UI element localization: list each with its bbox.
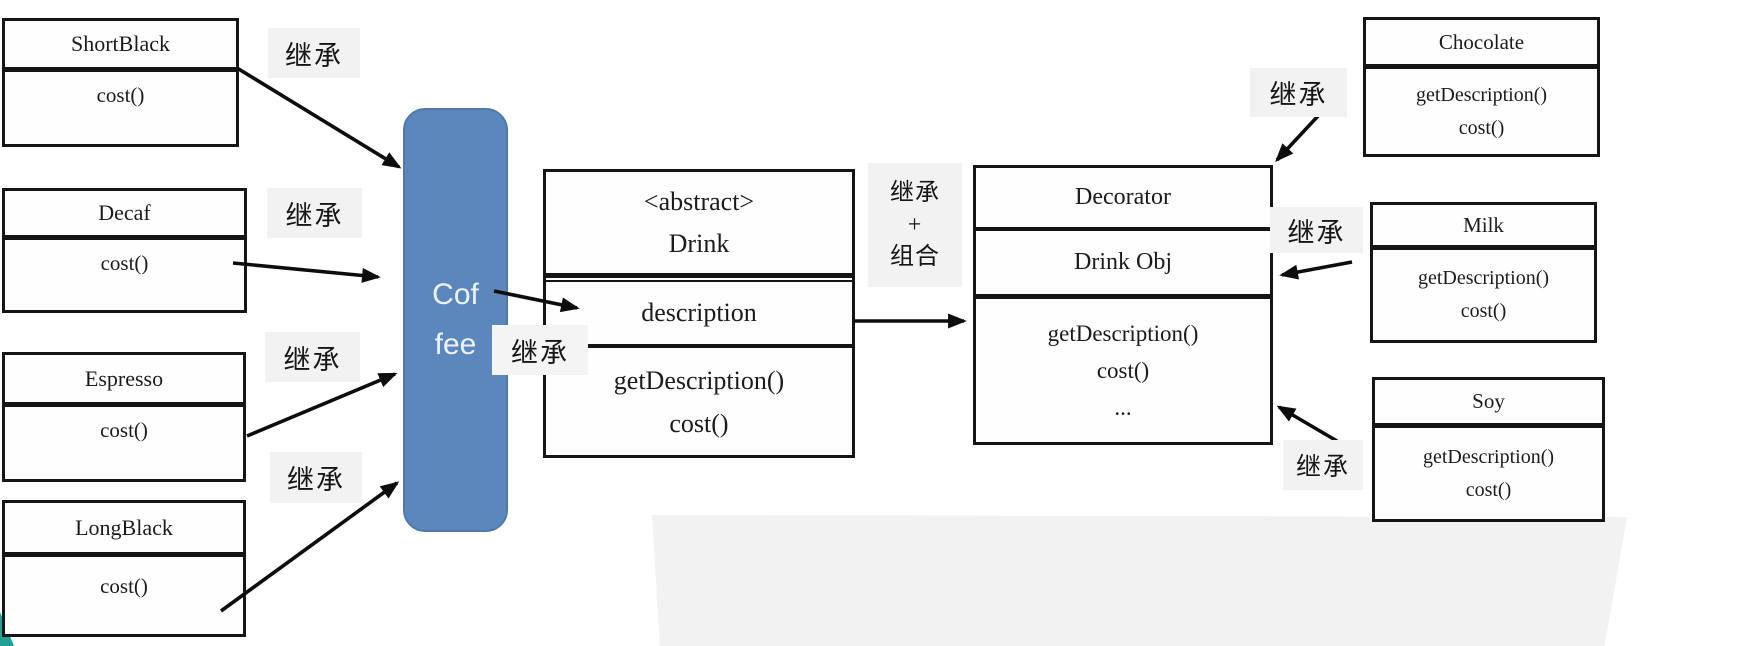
arrow-decaf-to-coffee [232, 261, 381, 283]
label-inherit-plus-composition: 继承 + 组合 [868, 163, 962, 287]
arrow-espresso-to-coffee [246, 372, 398, 438]
class-method: cost() [100, 251, 149, 275]
class-method: ... [1114, 395, 1132, 420]
class-method: cost() [669, 408, 729, 438]
class-stereotype: <abstract> [643, 186, 755, 216]
class-method: getDescription()cost() [1417, 267, 1550, 322]
class-attribute: description [546, 280, 852, 344]
coffee-text-line2: fee [434, 328, 477, 361]
class-title: ShortBlack [5, 21, 236, 72]
label-inherit-shortblack: 继承 [268, 28, 360, 78]
label-inherit-longblack: 继承 [270, 452, 362, 503]
label-inherit-decaf: 继承 [267, 188, 362, 238]
class-box-chocolate: Chocolate getDescription()cost() [1363, 17, 1600, 157]
label-line: 继承 [890, 180, 940, 206]
class-methods: getDescription()cost() [1366, 69, 1597, 154]
class-methods: getDescription()cost() [1375, 428, 1602, 519]
class-title: Drink [668, 228, 730, 258]
label-inherit-coffee-drink: 继承 [492, 325, 588, 375]
class-title: Decaf [5, 191, 244, 240]
label-inherit-milk: 继承 [1270, 207, 1363, 253]
class-box-soy: Soy getDescription()cost() [1372, 377, 1605, 522]
label-inherit-soy: 继承 [1283, 440, 1363, 490]
class-method: cost() [100, 574, 148, 598]
class-box-espresso: Espresso cost() [2, 352, 246, 482]
arrow-chocolate-to-decorator [1275, 114, 1320, 163]
class-box-longblack: LongBlack cost() [2, 500, 246, 637]
label-inherit-chocolate: 继承 [1250, 68, 1347, 117]
arrow-shortblack-to-coffee [236, 66, 402, 169]
class-title: Chocolate [1366, 20, 1597, 69]
coffee-node: Cof fee [403, 108, 508, 532]
class-method: getDescription()cost() [1415, 83, 1548, 139]
class-method: cost() [1096, 358, 1150, 383]
class-header: <abstract> Drink [546, 172, 852, 278]
class-title: Soy [1375, 380, 1602, 428]
class-attribute: Drink Obj [1074, 249, 1172, 275]
class-box-milk: Milk getDescription()cost() [1370, 202, 1597, 343]
class-title: Milk [1373, 205, 1594, 250]
label-line: 组合 [890, 244, 940, 270]
class-methods: getDescription() cost() ... [976, 294, 1270, 442]
class-method: cost() [100, 418, 148, 442]
class-method: getDescription() [1047, 321, 1199, 346]
class-method: cost() [96, 83, 145, 107]
label-line: + [907, 212, 923, 238]
coffee-text-line1: Cof [432, 278, 479, 311]
class-method: getDescription() [613, 365, 785, 395]
class-methods: getDescription() cost() [546, 344, 852, 455]
class-method: getDescription()cost() [1422, 445, 1555, 501]
class-title: LongBlack [5, 503, 243, 557]
bottom-gray-band [652, 515, 1627, 646]
label-inherit-espresso: 继承 [265, 332, 360, 382]
class-title: Espresso [5, 355, 243, 407]
class-title: Decorator [976, 168, 1270, 231]
class-box-decorator: Decorator Drink Obj getDescription() cos… [973, 165, 1273, 445]
class-box-drink: <abstract> Drink description getDescript… [543, 169, 855, 458]
class-box-decaf: Decaf cost() [2, 188, 247, 313]
class-box-shortblack: ShortBlack cost() [2, 18, 239, 147]
class-methods: getDescription()cost() [1373, 250, 1594, 340]
arrow-milk-to-decorator [1279, 260, 1353, 280]
arrow-soy-to-decorator [1276, 405, 1338, 443]
